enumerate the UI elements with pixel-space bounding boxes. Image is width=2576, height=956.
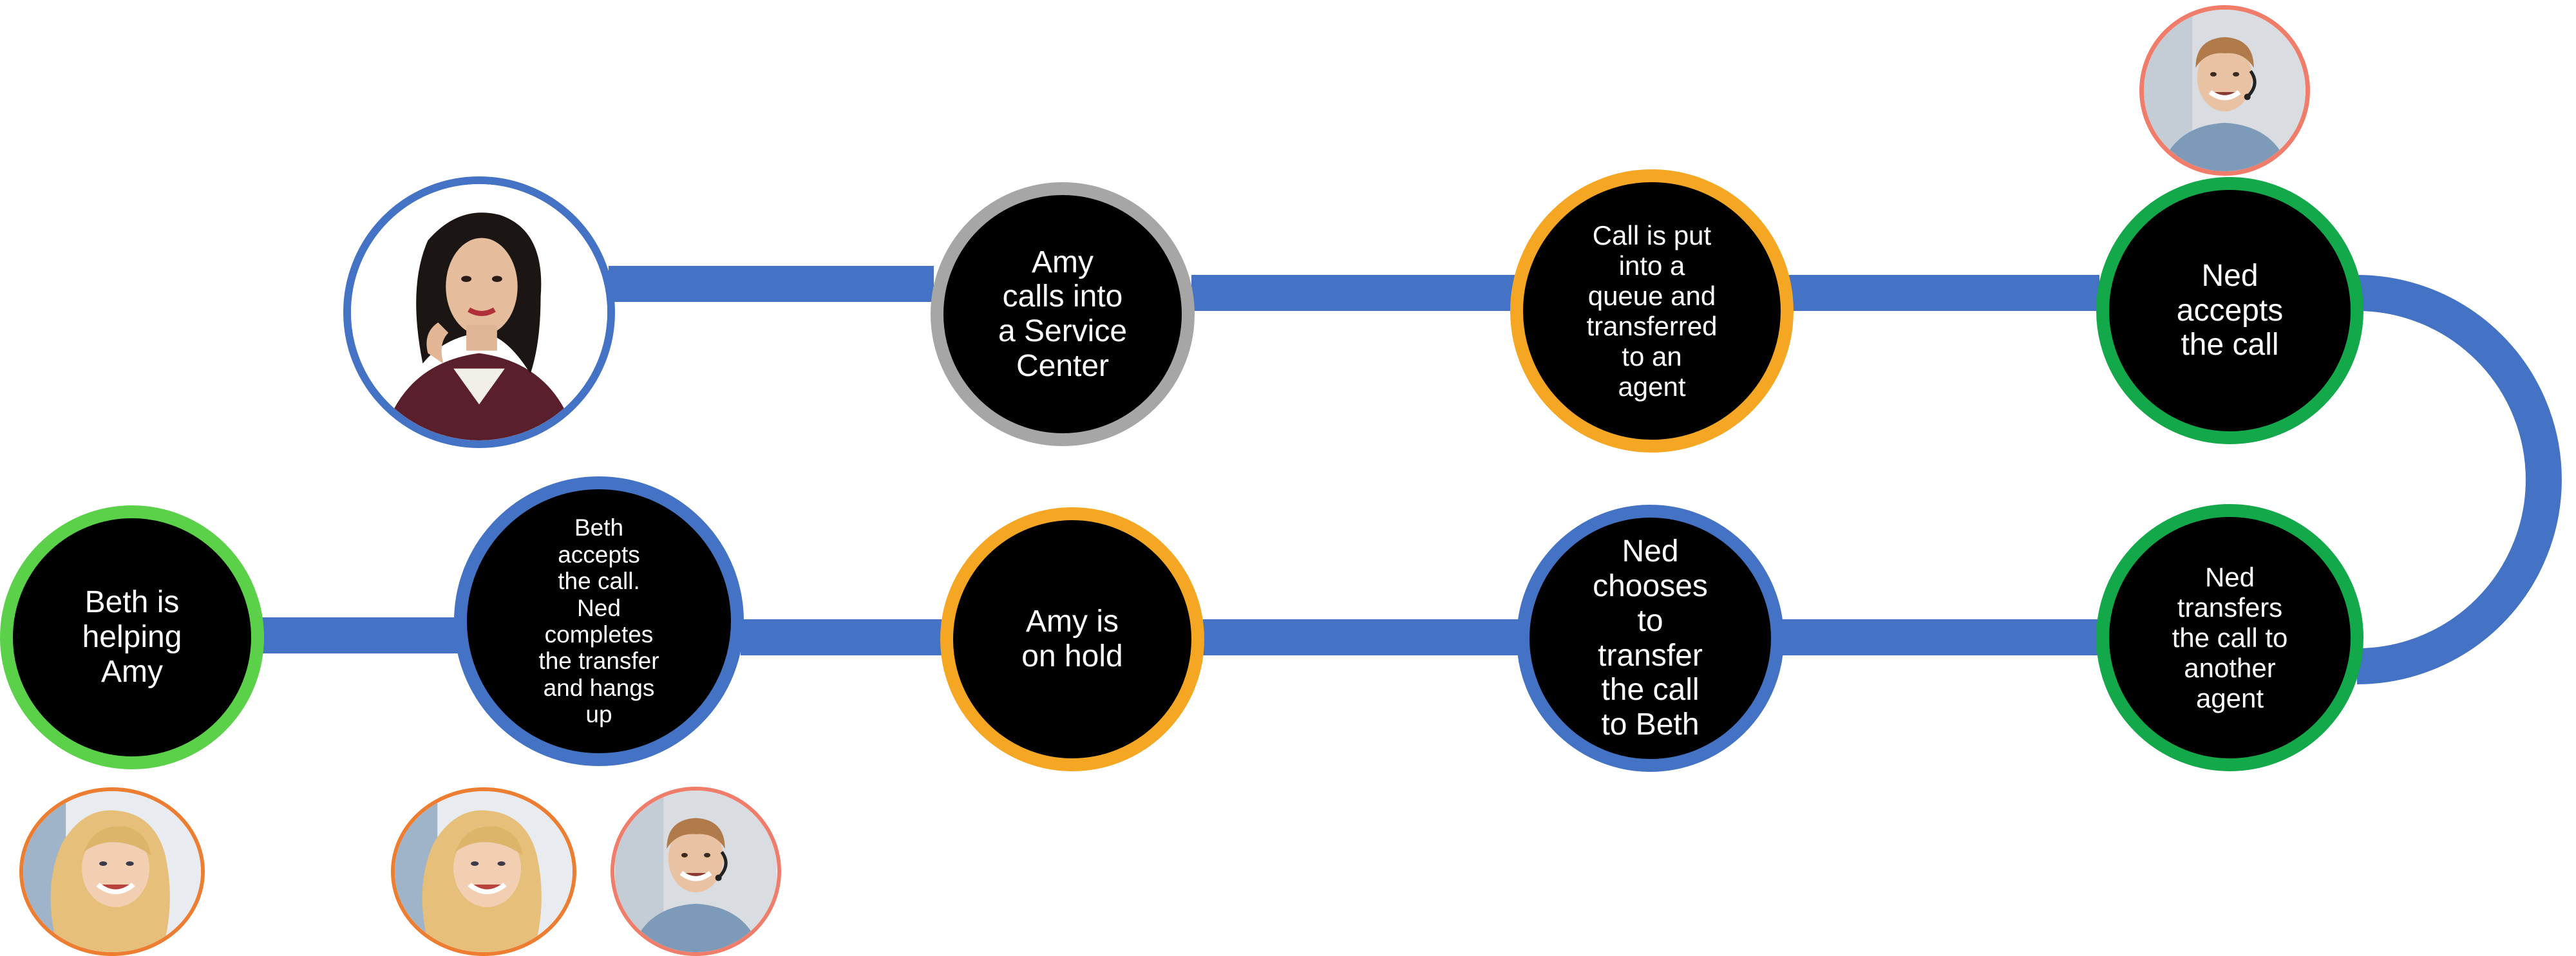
step-ned-chooses-transfer-to-beth: Ned chooses to transfer the call to Beth	[1517, 505, 1784, 772]
step-label: Beth is helping Amy	[82, 585, 182, 689]
step-ned-accepts-call: Ned accepts the call	[2096, 177, 2363, 444]
step-label: Amy calls into a Service Center	[998, 245, 1128, 383]
avatar-beth-left	[19, 787, 205, 956]
step-label: Amy is on hold	[1021, 605, 1123, 673]
step-beth-helping-amy: Beth is helping Amy	[0, 505, 264, 769]
step-label: Beth accepts the call. Ned completes the…	[538, 514, 659, 728]
beth-agent-photo-icon	[395, 791, 573, 952]
avatar-ned-top	[2139, 5, 2310, 176]
ned-agent-photo-icon	[2144, 10, 2306, 171]
avatar-amy	[343, 176, 615, 448]
step-label: Ned chooses to transfer the call to Beth	[1593, 534, 1708, 742]
beth-agent-photo-icon	[23, 791, 201, 952]
step-call-queued-transferred: Call is put into a queue and transferred…	[1510, 169, 1794, 453]
step-label: Call is put into a queue and transferred…	[1586, 220, 1718, 402]
connector-right-arc	[2356, 275, 2562, 684]
amy-caller-photo-icon	[351, 184, 607, 440]
step-amy-on-hold: Amy is on hold	[940, 507, 1204, 771]
avatar-beth-middle	[391, 787, 576, 956]
ned-agent-photo-icon	[615, 791, 777, 952]
step-beth-accepts-ned-completes-transfer: Beth accepts the call. Ned completes the…	[454, 476, 744, 766]
avatar-ned-bottom	[611, 787, 781, 956]
step-label: Ned accepts the call	[2176, 258, 2284, 362]
step-ned-transfers-call: Ned transfers the call to another agent	[2096, 504, 2363, 771]
step-amy-calls-service-center: Amy calls into a Service Center	[931, 182, 1195, 446]
step-label: Ned transfers the call to another agent	[2172, 561, 2288, 714]
